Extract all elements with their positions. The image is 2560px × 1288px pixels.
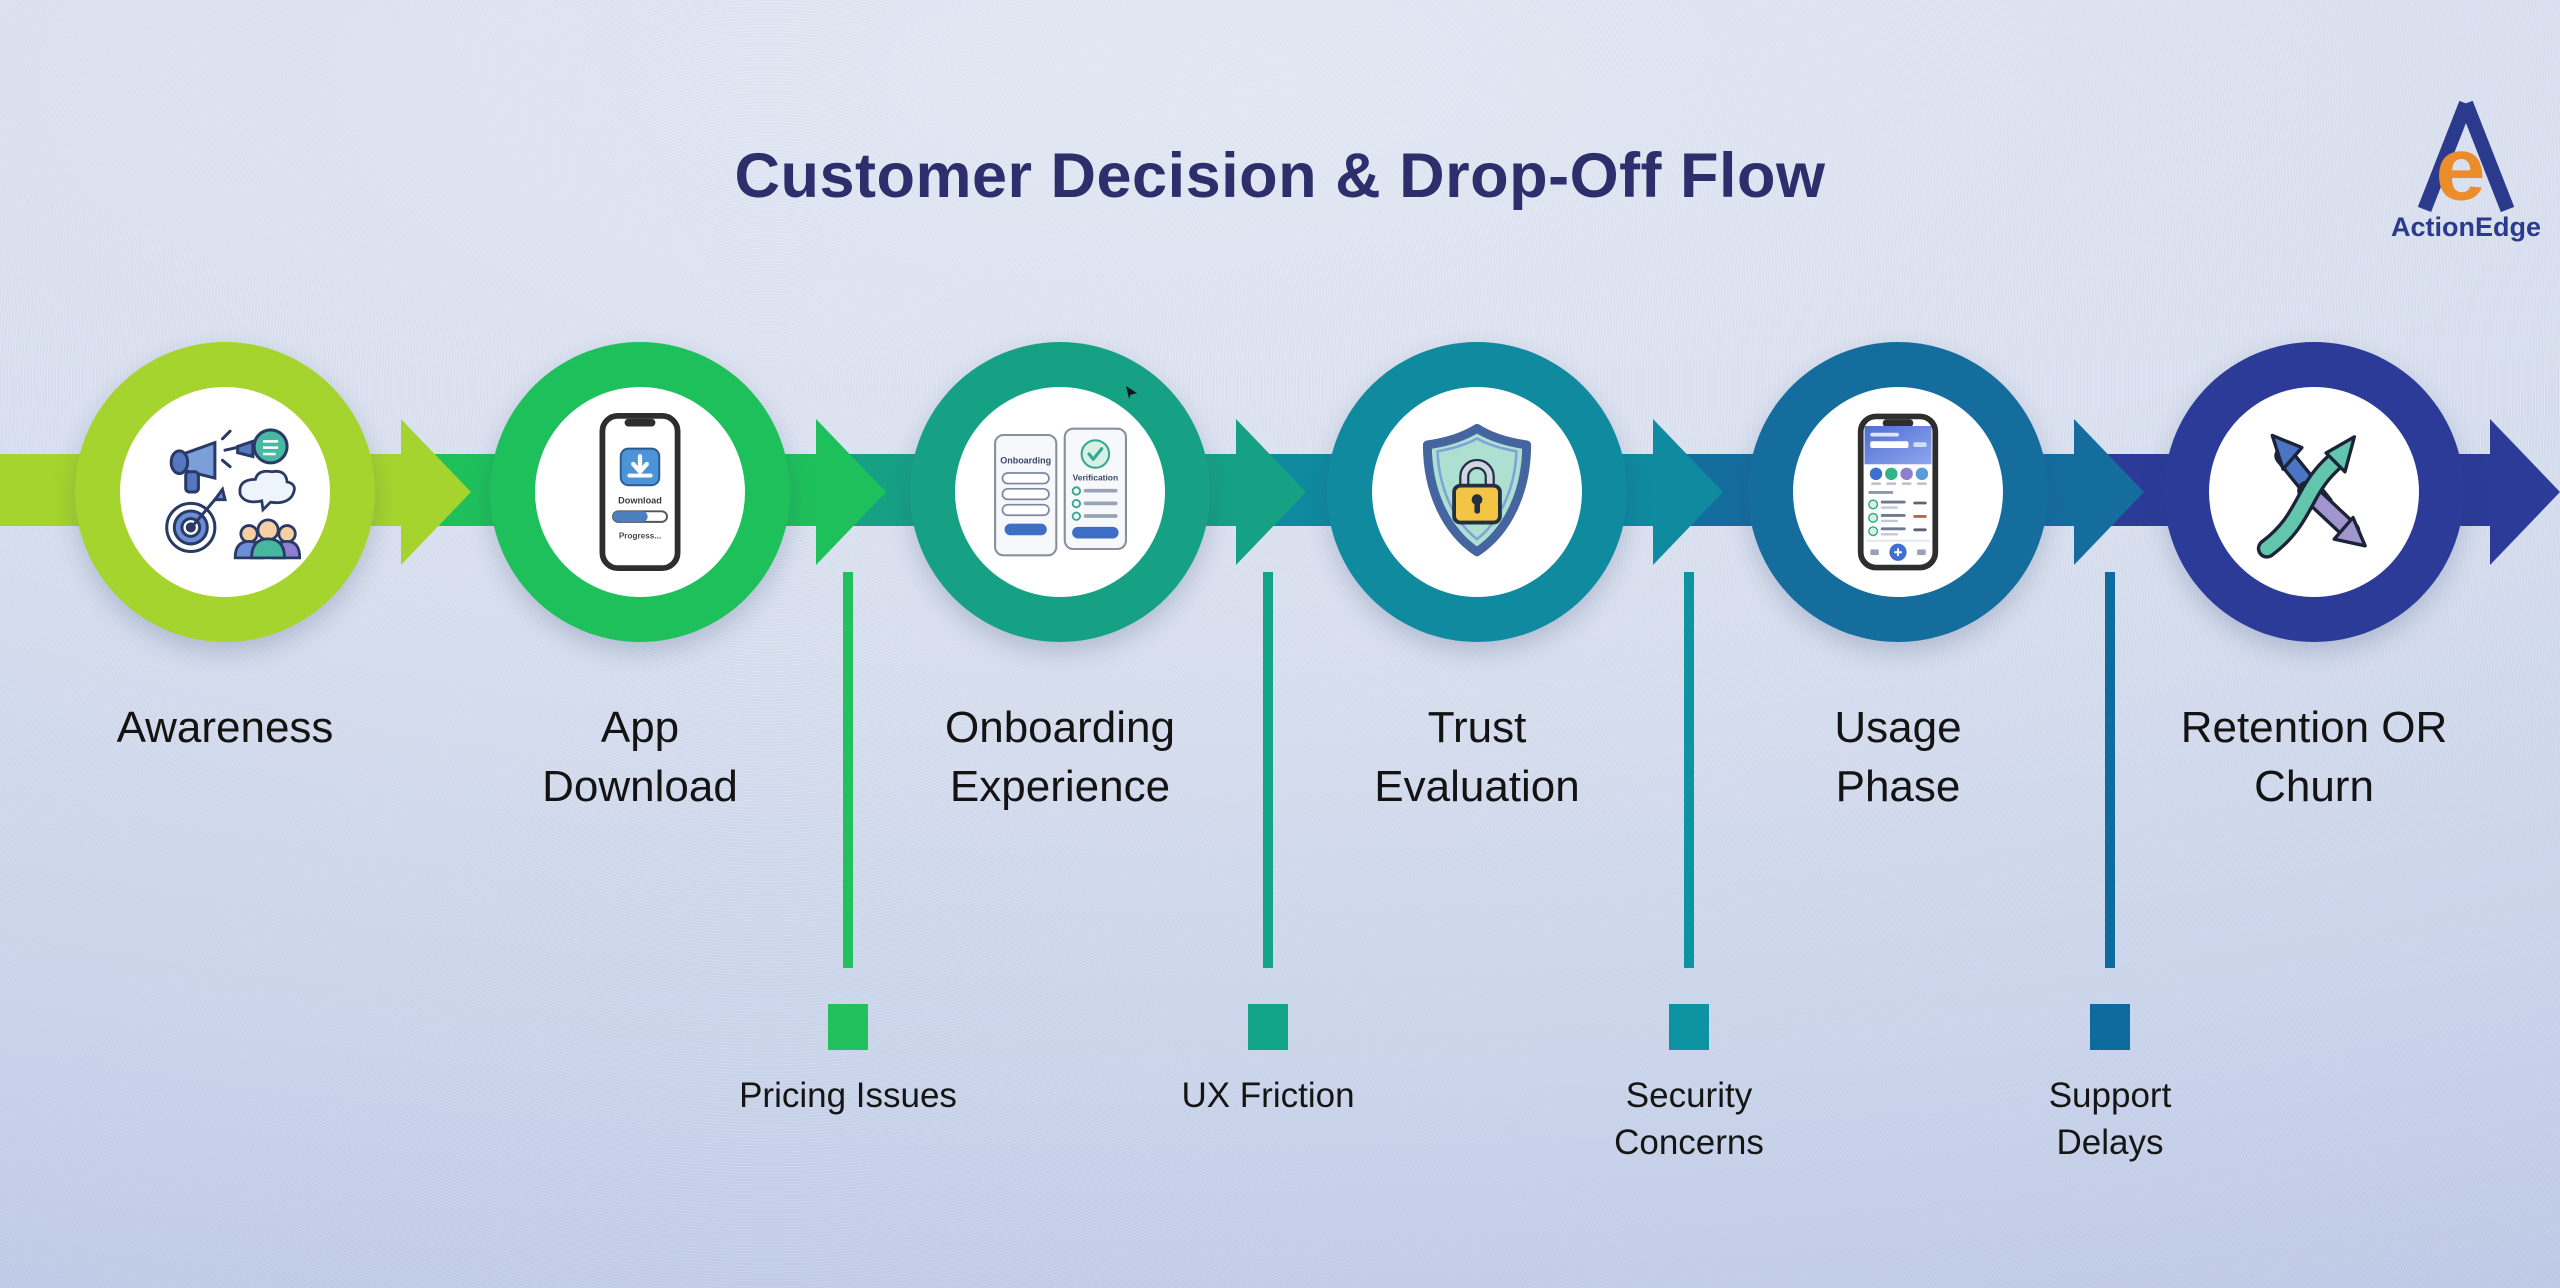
- dropoff-marker-ux-friction: [1248, 1004, 1288, 1050]
- flow-arrow-head: [1236, 419, 1306, 565]
- actionedge-monogram-icon: e: [2417, 100, 2515, 216]
- dropoff-label-ux-friction: UX Friction: [1181, 1076, 1355, 1115]
- brand-logo: e ActionEdge: [2378, 98, 2554, 243]
- dropoff-line-support: [2105, 572, 2115, 968]
- download-label: Download: [618, 496, 662, 506]
- flow-arrow-head: [2490, 419, 2560, 565]
- onboarding-screen-title: Onboarding: [1000, 456, 1051, 466]
- dropoff-line-pricing: [843, 572, 853, 968]
- stage-label-awareness: Awareness: [116, 703, 334, 752]
- stage-circle-retention-churn: [2164, 342, 2464, 642]
- diverging-paths-arrows-icon: [2256, 433, 2367, 559]
- dropoff-marker-pricing: [828, 1004, 868, 1050]
- dropoff-label-pricing: Pricing Issues: [739, 1076, 957, 1115]
- stage-circle-app-download: Download Progress...: [490, 342, 790, 642]
- dropoff-line-security: [1684, 572, 1694, 968]
- onboarding-screens-icon: Onboarding Verification: [994, 427, 1128, 557]
- flow-arrow-head: [401, 419, 471, 565]
- app-usage-phone-icon: [1857, 413, 1939, 571]
- progress-label: Progress...: [619, 531, 661, 540]
- verification-screen-title: Verification: [1073, 472, 1118, 482]
- stage-circle-usage: [1748, 342, 2048, 642]
- dropoff-marker-support: [2090, 1004, 2130, 1050]
- stage-circle-onboarding: Onboarding Verification: [910, 342, 1210, 642]
- dropoff-line-ux-friction: [1263, 572, 1273, 968]
- stage-circle-awareness: [75, 342, 375, 642]
- awareness-marketing-icon: [165, 428, 301, 560]
- dropoff-marker-security: [1669, 1004, 1709, 1050]
- stage-circle-trust: [1327, 342, 1627, 642]
- brand-name: ActionEdge: [2390, 212, 2541, 242]
- page-title: Customer Decision & Drop-Off Flow: [734, 141, 1826, 211]
- security-shield-lock-icon: [1422, 423, 1532, 557]
- flow-arrow-head: [816, 419, 886, 565]
- flow-arrow-head: [2074, 419, 2144, 565]
- flow-arrow-head: [1653, 419, 1723, 565]
- app-download-phone-icon: Download Progress...: [599, 412, 681, 572]
- cursor-artifact-icon: [1126, 386, 1137, 399]
